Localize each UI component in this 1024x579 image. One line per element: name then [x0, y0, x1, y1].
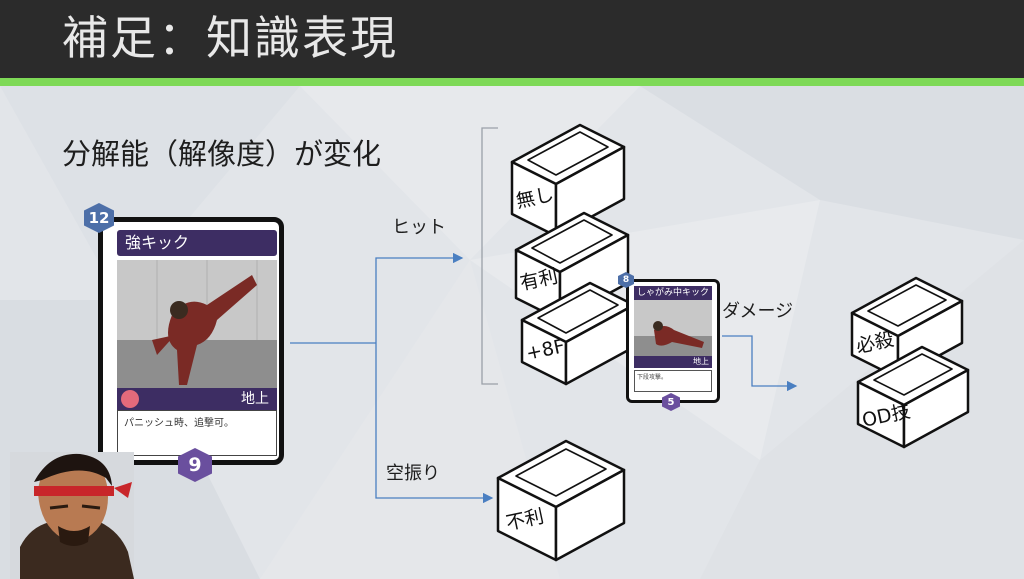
slide-subtitle: 分解能（解像度）が変化 [62, 137, 382, 171]
small-card-name: しゃがみ中キック [634, 286, 712, 300]
label-whiff: 空振り [386, 463, 440, 484]
card-box-none [510, 123, 626, 238]
small-card-power-badge: 5 [662, 393, 680, 411]
move-card-heavy-kick: 強キック 地上 パニッシュ時、追撃可。 [98, 217, 284, 465]
card-stance-bar: 地上 [117, 388, 277, 410]
bracket [481, 127, 498, 385]
card-box-od [856, 345, 970, 449]
label-damage: ダメージ [722, 301, 794, 322]
card-name: 強キック [117, 230, 277, 256]
card-artwork [117, 260, 277, 388]
small-card-stance: 地上 [693, 357, 709, 366]
connector-whiff [375, 343, 494, 504]
move-card-crouch-kick: しゃがみ中キック 地上 下段攻撃。 [626, 279, 720, 403]
small-card-cost-badge: 8 [618, 272, 634, 288]
small-card-artwork [634, 300, 712, 356]
header-accent-bar [0, 78, 1024, 86]
small-card-description: 下段攻撃。 [634, 370, 712, 392]
label-hit: ヒット [392, 217, 446, 238]
slide-title: 補足：知識表現 [62, 11, 398, 65]
card-cost-badge: 12 [84, 203, 114, 233]
connector-damage [722, 335, 798, 392]
card-box-disadvantage [496, 439, 626, 562]
slide-header: 補足：知識表現 [0, 0, 1024, 78]
small-card-stance-bar: 地上 [634, 356, 712, 368]
card-stance: 地上 [241, 391, 269, 407]
character-portrait [10, 452, 134, 579]
heart-icon [121, 390, 139, 408]
connector-hit [375, 252, 464, 343]
